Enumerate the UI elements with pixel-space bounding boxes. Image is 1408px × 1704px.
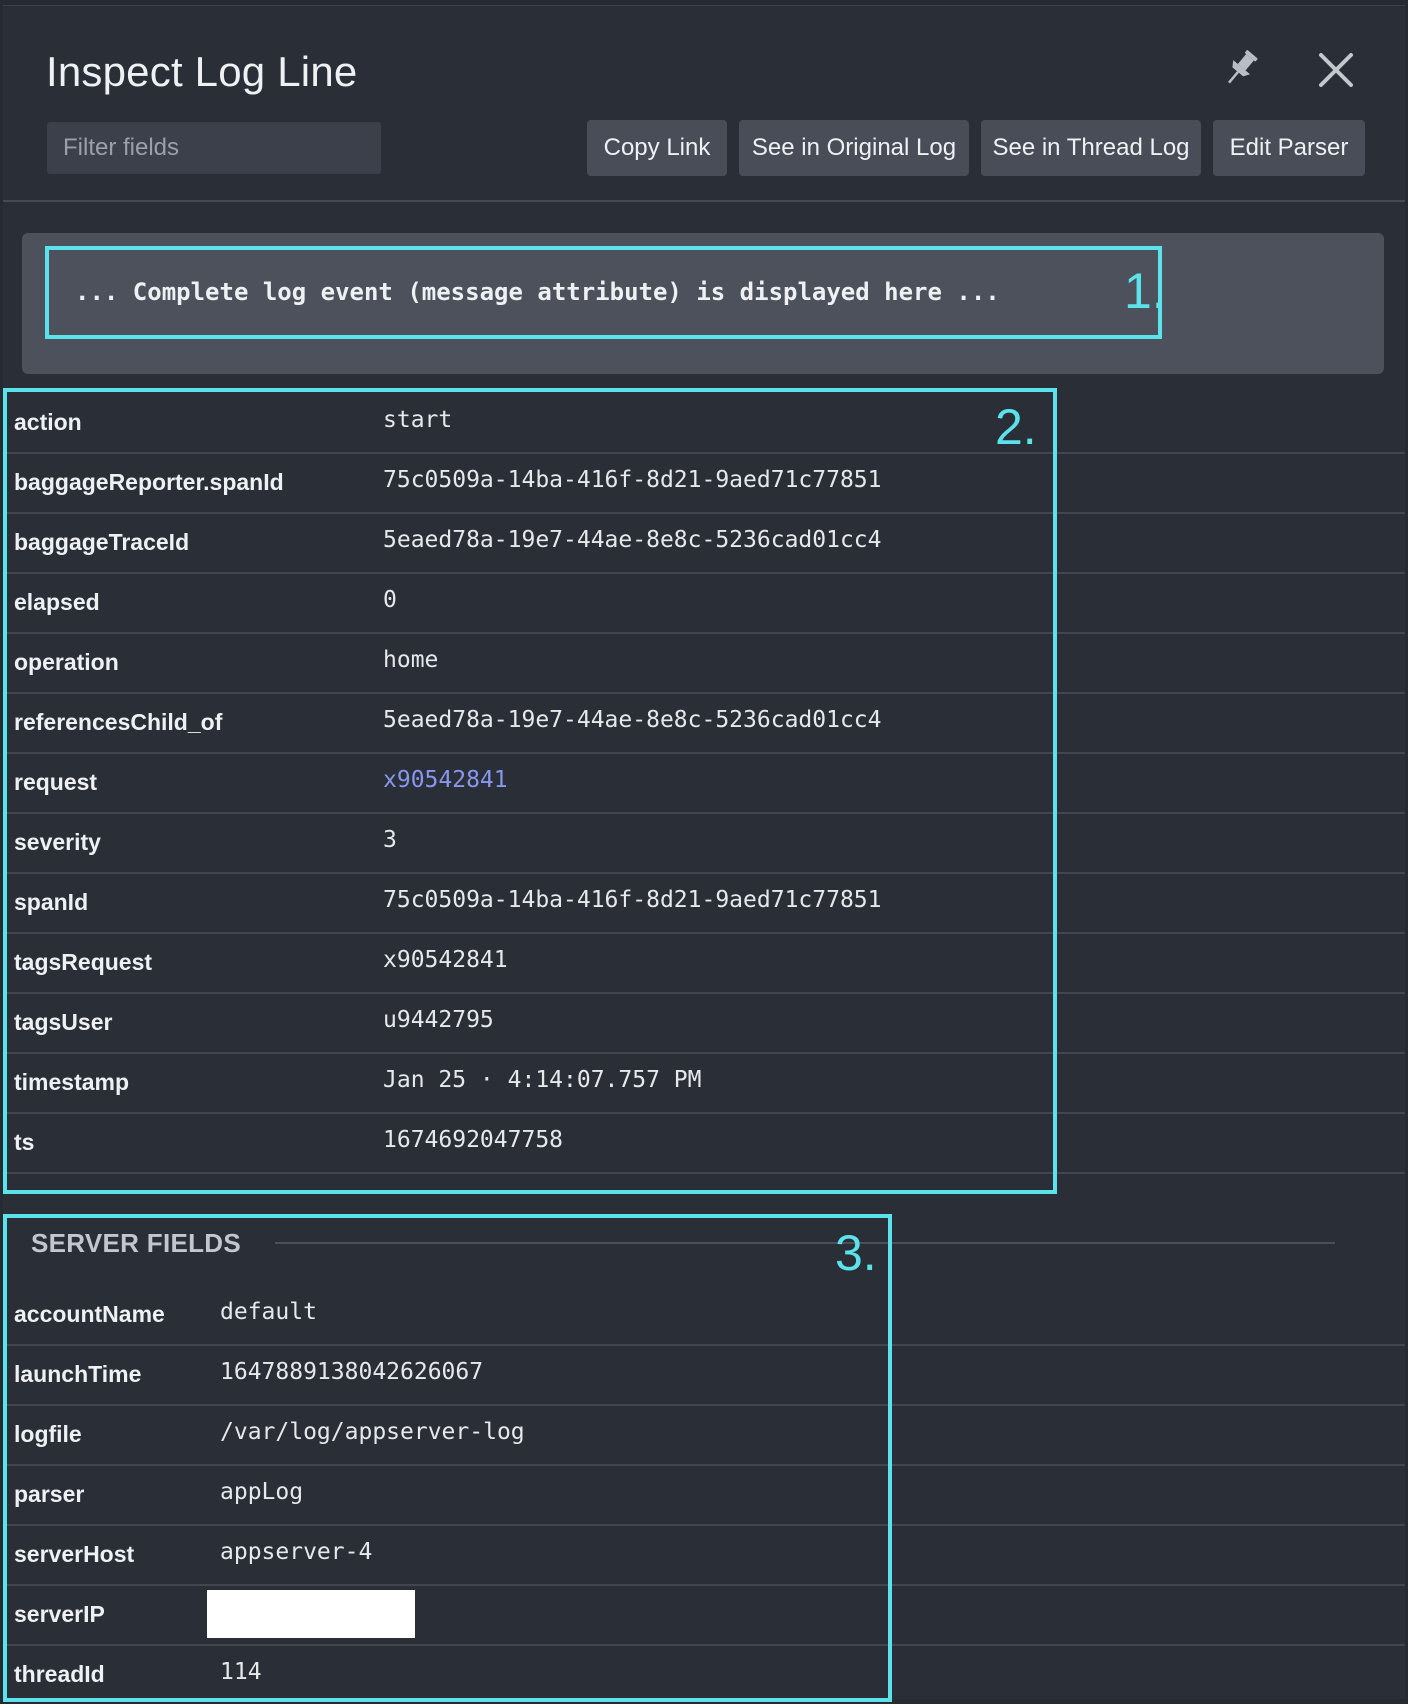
edit-parser-button[interactable]: Edit Parser	[1213, 120, 1365, 176]
field-key: severity	[14, 829, 101, 855]
field-key: logfile	[14, 1421, 82, 1447]
field-key: serverIP	[14, 1601, 105, 1627]
field-value: 75c0509a-14ba-416f-8d21-9aed71c77851	[383, 887, 882, 913]
field-row-action: action start	[3, 394, 1405, 454]
field-value: x90542841	[383, 947, 508, 973]
request-link[interactable]: x90542841	[383, 767, 508, 793]
field-row-tags-request: tagsRequest x90542841	[3, 934, 1405, 994]
field-key: elapsed	[14, 589, 100, 615]
pin-icon	[1228, 50, 1258, 84]
field-key: threadId	[14, 1661, 105, 1687]
close-icon	[1319, 53, 1353, 87]
callout-number-1: 1.	[1124, 263, 1166, 319]
field-value: 5eaed78a-19e7-44ae-8e8c-5236cad01cc4	[383, 707, 882, 733]
field-key: request	[14, 769, 98, 795]
field-value: 0	[383, 587, 397, 613]
field-key: spanId	[14, 889, 89, 915]
field-row-operation: operation home	[3, 634, 1405, 694]
field-row-account-name: accountName default	[3, 1286, 1405, 1346]
copy-link-button[interactable]: Copy Link	[587, 120, 727, 176]
inspect-log-line-panel: Inspect Log Line Copy Link See in Origin…	[3, 5, 1405, 1702]
callout-box-2	[3, 388, 1057, 1194]
filter-fields-input[interactable]	[47, 122, 381, 174]
field-value: start	[383, 407, 453, 433]
callout-number-2: 2.	[995, 399, 1037, 455]
field-row-span-id: spanId 75c0509a-14ba-416f-8d21-9aed71c77…	[3, 874, 1405, 934]
field-key: baggageTraceId	[14, 529, 190, 555]
field-value: appLog	[220, 1479, 304, 1505]
field-row-elapsed: elapsed 0	[3, 574, 1405, 634]
field-row-logfile: logfile /var/log/appserver-log	[3, 1406, 1405, 1466]
field-key: baggageReporter.spanId	[14, 469, 284, 495]
log-fields-table: action start baggageReporter.spanId 75c0…	[3, 394, 1405, 1174]
field-value: /var/log/appserver-log	[220, 1419, 525, 1445]
callout-box-1: ... Complete log event (message attribut…	[45, 246, 1166, 339]
field-row-parser: parser appLog	[3, 1466, 1405, 1526]
field-value: 5eaed78a-19e7-44ae-8e8c-5236cad01cc4	[383, 527, 882, 553]
field-key: ts	[14, 1129, 35, 1155]
header-divider	[3, 200, 1405, 202]
server-fields-divider	[275, 1242, 1335, 1244]
field-value: default	[220, 1299, 317, 1325]
callout-number-3: 3.	[835, 1225, 877, 1281]
field-key: accountName	[14, 1301, 165, 1327]
message-box: ... Complete log event (message attribut…	[22, 233, 1384, 374]
field-value: 1674692047758	[383, 1127, 564, 1153]
field-row-launch-time: launchTime 1647889138042626067	[3, 1346, 1405, 1406]
field-value: Jan 25 · 4:14:07.757 PM	[383, 1067, 702, 1093]
field-row-severity: severity 3	[3, 814, 1405, 874]
field-row-timestamp: timestamp Jan 25 · 4:14:07.757 PM	[3, 1054, 1405, 1114]
server-fields-heading: SERVER FIELDS	[31, 1228, 242, 1258]
field-value: 1647889138042626067	[220, 1359, 484, 1385]
field-key: tagsUser	[14, 1009, 113, 1035]
server-fields-table: accountName default launchTime 164788913…	[3, 1286, 1405, 1704]
field-row-references-child-of: referencesChild_of 5eaed78a-19e7-44ae-8e…	[3, 694, 1405, 754]
field-key: action	[14, 409, 82, 435]
field-key: operation	[14, 649, 119, 675]
field-value: u9442795	[383, 1007, 494, 1033]
field-row-baggage-reporter-span-id: baggageReporter.spanId 75c0509a-14ba-416…	[3, 454, 1405, 514]
field-row-server-host: serverHost appserver-4	[3, 1526, 1405, 1586]
field-row-thread-id: threadId 114	[3, 1646, 1405, 1704]
field-row-request: request x90542841	[3, 754, 1405, 814]
field-row-ts: ts 1674692047758	[3, 1114, 1405, 1174]
field-key: timestamp	[14, 1069, 130, 1095]
message-text: ... Complete log event (message attribut…	[75, 278, 1000, 306]
close-button[interactable]	[1308, 42, 1364, 98]
see-in-original-log-button[interactable]: See in Original Log	[739, 120, 969, 176]
field-row-baggage-trace-id: baggageTraceId 5eaed78a-19e7-44ae-8e8c-5…	[3, 514, 1405, 574]
field-key: serverHost	[14, 1541, 135, 1567]
field-row-tags-user: tagsUser u9442795	[3, 994, 1405, 1054]
panel-title: Inspect Log Line	[46, 48, 358, 95]
field-value: 75c0509a-14ba-416f-8d21-9aed71c77851	[383, 467, 882, 493]
field-value: 114	[220, 1659, 262, 1685]
field-value: home	[383, 647, 439, 673]
field-key: launchTime	[14, 1361, 142, 1387]
pin-button[interactable]	[1213, 40, 1269, 96]
field-row-server-ip: serverIP	[3, 1586, 1405, 1646]
field-key: parser	[14, 1481, 85, 1507]
field-key: tagsRequest	[14, 949, 153, 975]
field-value: 3	[383, 827, 397, 853]
field-value: appserver-4	[220, 1539, 373, 1565]
see-in-thread-log-button[interactable]: See in Thread Log	[981, 120, 1201, 176]
field-key: referencesChild_of	[14, 709, 223, 735]
callout-box-3	[3, 1214, 892, 1702]
redacted-value	[207, 1590, 415, 1638]
